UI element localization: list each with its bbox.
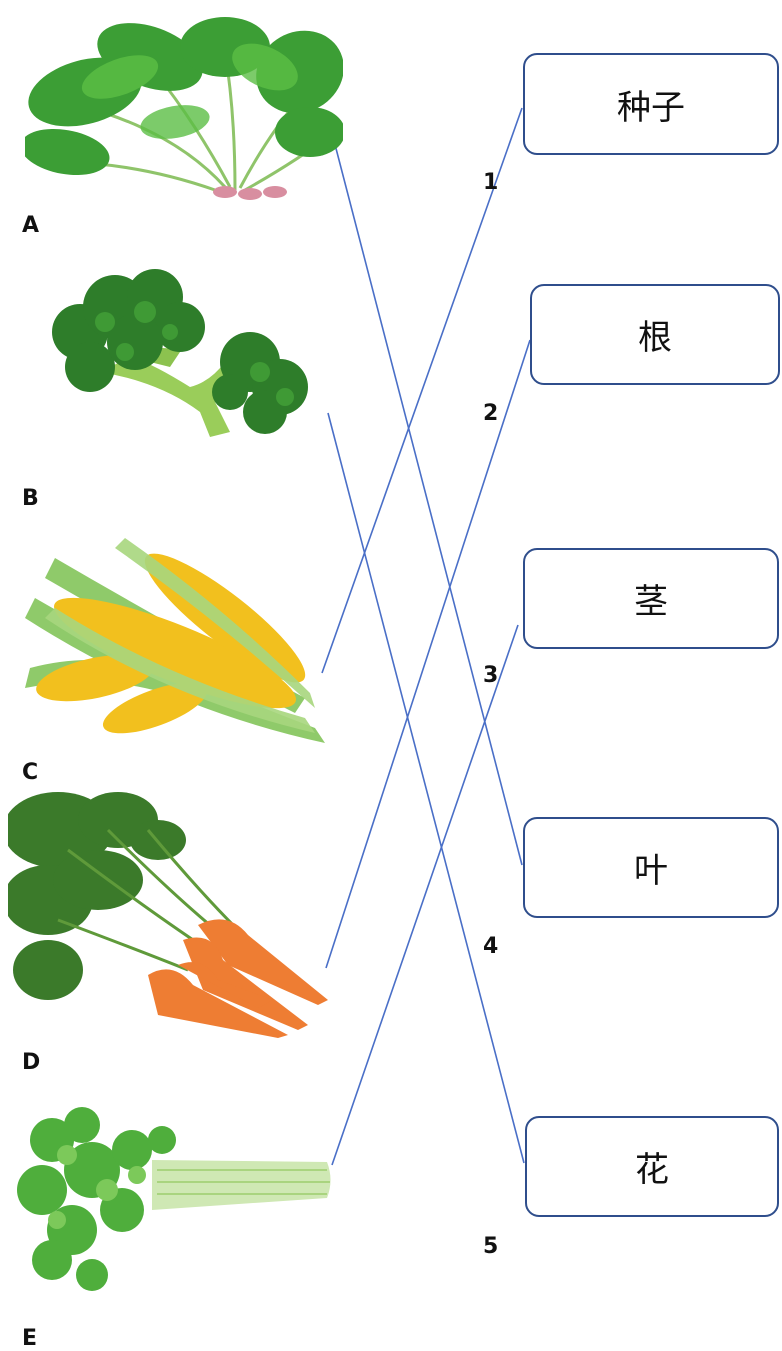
part-number-5: 5 — [483, 1234, 499, 1259]
vegetable-label-b: B — [22, 486, 39, 511]
part-box-stem: 茎 — [523, 548, 779, 649]
part-number-2: 2 — [483, 401, 499, 426]
part-number-4: 4 — [483, 934, 499, 959]
part-box-leaf: 叶 — [523, 817, 779, 918]
line-c-to-zhongzi — [321, 107, 523, 674]
spinach-image — [25, 17, 343, 200]
carrot-image — [8, 792, 328, 1038]
line-d-to-gen — [325, 339, 531, 969]
part-number-3: 3 — [483, 663, 499, 688]
celery-image — [17, 1107, 331, 1291]
part-box-flower: 花 — [525, 1116, 779, 1217]
part-box-seed: 种子 — [523, 53, 779, 155]
part-label-seed: 种子 — [617, 87, 685, 128]
line-e-to-jing — [331, 624, 519, 1166]
part-number-1: 1 — [483, 170, 499, 195]
vegetable-label-d: D — [22, 1050, 41, 1075]
part-label-stem: 茎 — [634, 582, 668, 622]
part-box-root: 根 — [530, 284, 780, 385]
corn-image — [25, 538, 325, 743]
vegetable-label-e: E — [22, 1326, 38, 1351]
part-label-leaf: 叶 — [634, 851, 668, 891]
vegetable-label-a: A — [22, 213, 40, 238]
broccoli-image — [52, 269, 308, 437]
part-label-root: 根 — [638, 318, 672, 358]
part-label-flower: 花 — [635, 1150, 669, 1190]
line-a-to-ye — [331, 132, 523, 866]
vegetable-label-c: C — [22, 760, 39, 785]
line-b-to-hua — [327, 412, 525, 1164]
